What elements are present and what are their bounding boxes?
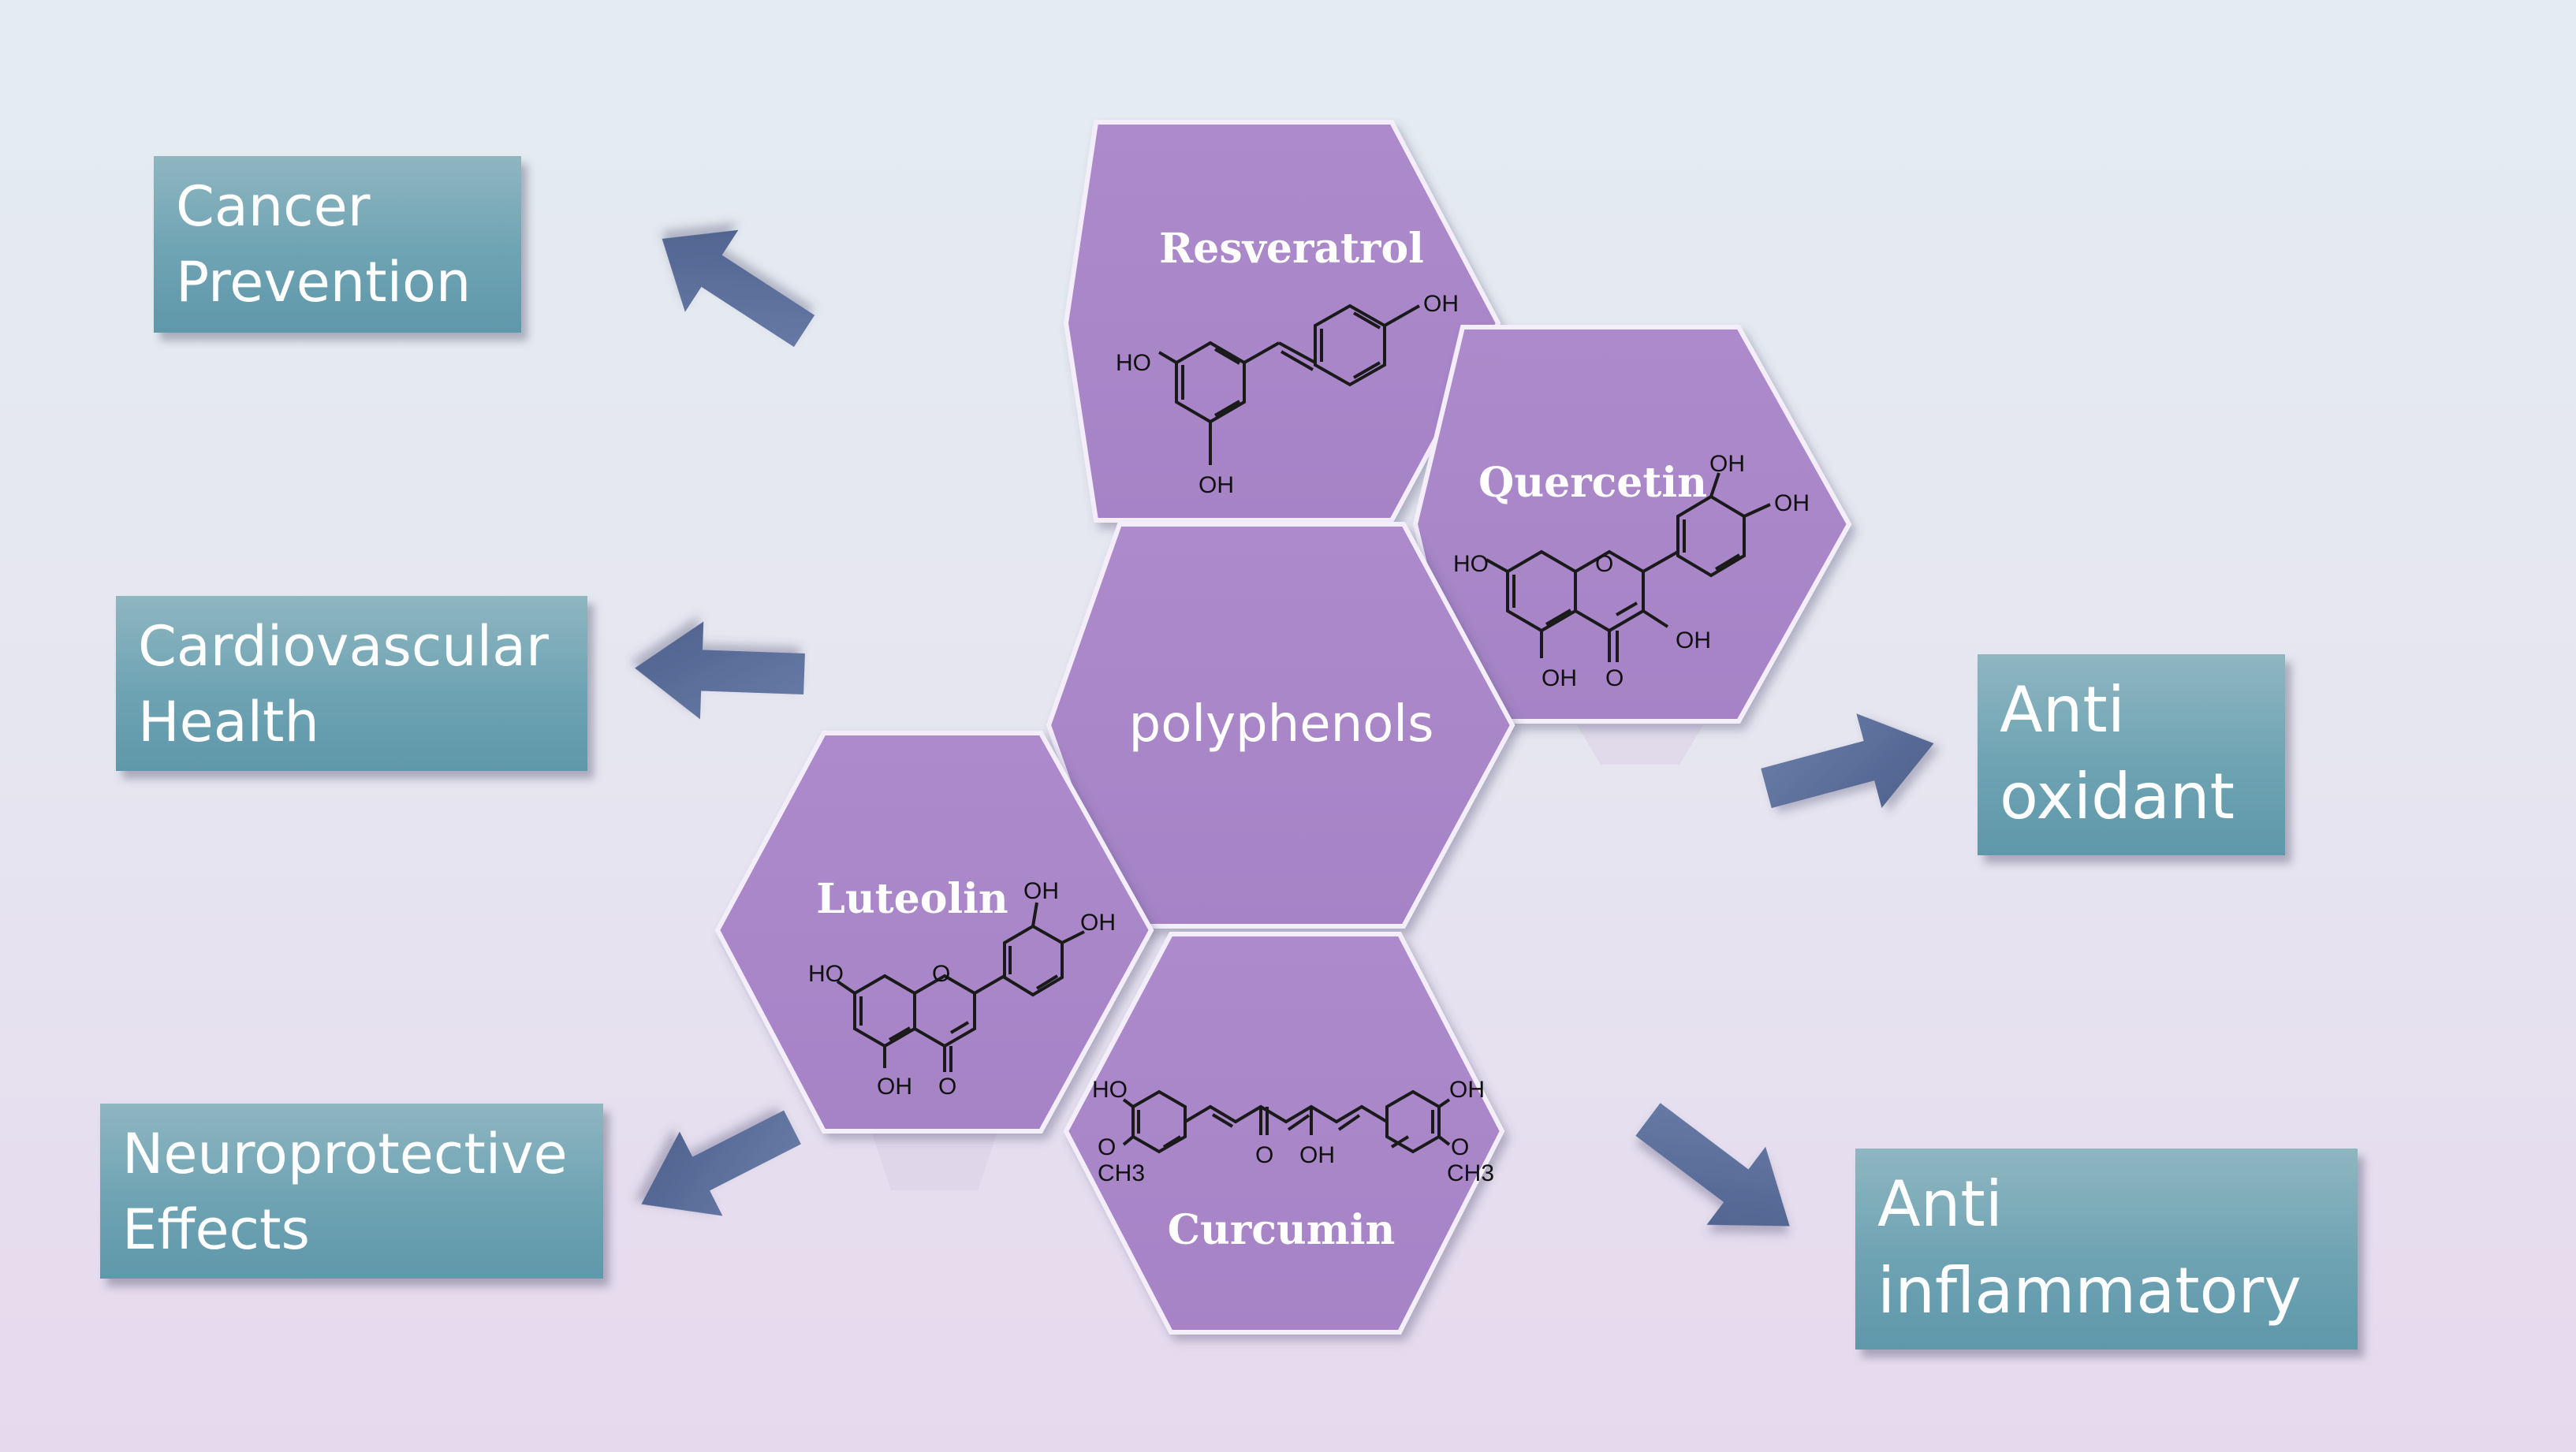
structure-curcumin: HO O CH3 O OH OH O CH3 [1092,1077,1494,1186]
chem-label-ho: HO [1116,350,1151,376]
chem-label-ch3: CH3 [1098,1160,1145,1186]
chem-label-o: O [1098,1134,1116,1160]
chem-label-oh: OH [1709,451,1745,477]
arrow-to-antioxidant [1761,713,1934,809]
hexagon-polyphenols [1046,522,1515,929]
hexagon-quercetin [1412,325,1852,724]
hex-reflection [1577,725,1703,765]
benefit-box-antioxidant: Anti oxidant [1978,654,2285,855]
arrow-to-neuroprotective-effects [641,1110,801,1216]
chem-label-o: O [1255,1142,1273,1168]
chem-label-ho: HO [1092,1077,1128,1103]
chem-label-o: O [932,961,950,987]
structure-luteolin: O HO OH OH OH O [808,878,1116,1100]
chem-label-o: O [1605,665,1624,691]
benefit-box-neuroprotective-effects: Neuroprotective Effects [100,1104,603,1279]
chem-label-oh: OH [1449,1077,1485,1103]
structure-resveratrol: HO OH OH [1116,291,1459,498]
benefit-box-antiinflammatory: Anti inflammatory [1855,1149,2358,1350]
chem-label-ho: HO [808,961,844,987]
chem-label-oh: OH [1023,878,1059,904]
chem-label-o: O [1595,551,1613,577]
chem-label-oh: OH [877,1074,912,1100]
arrow-to-antiinflammatory [1635,1103,1790,1227]
structure-quercetin: O HO OH OH OH OH O [1453,451,1810,691]
chem-label-ch3: CH3 [1447,1160,1494,1186]
chem-label-oh: OH [1080,910,1116,936]
compound-label-resveratrol: Resveratrol [1159,225,1424,273]
chem-label-oh: OH [1199,472,1234,498]
chem-label-o: O [1451,1134,1469,1160]
hex-reflection [867,1119,1001,1190]
benefit-box-cancer-prevention: Cancer Prevention [154,156,521,333]
chem-label-oh: OH [1541,665,1577,691]
chem-label-oh: OH [1299,1142,1335,1168]
arrow-to-cancer-prevention [662,229,815,348]
center-label: polyphenols [1129,695,1434,754]
compound-label-luteolin: Luteolin [816,875,1008,923]
chem-label-oh: OH [1423,291,1459,317]
arrow-to-cardiovascular-health [635,621,805,720]
chem-label-oh: OH [1774,490,1810,516]
compound-label-curcumin: Curcumin [1168,1206,1396,1254]
benefit-box-cardiovascular-health: Cardiovascular Health [116,596,587,771]
hexagon-luteolin [714,731,1154,1134]
hexagon-curcumin [1063,932,1505,1335]
chem-label-o: O [938,1074,956,1100]
compound-label-quercetin: Quercetin [1478,459,1707,507]
chem-label-oh: OH [1676,627,1711,653]
hexagon-resveratrol [1063,120,1501,523]
chem-label-ho: HO [1453,551,1489,577]
